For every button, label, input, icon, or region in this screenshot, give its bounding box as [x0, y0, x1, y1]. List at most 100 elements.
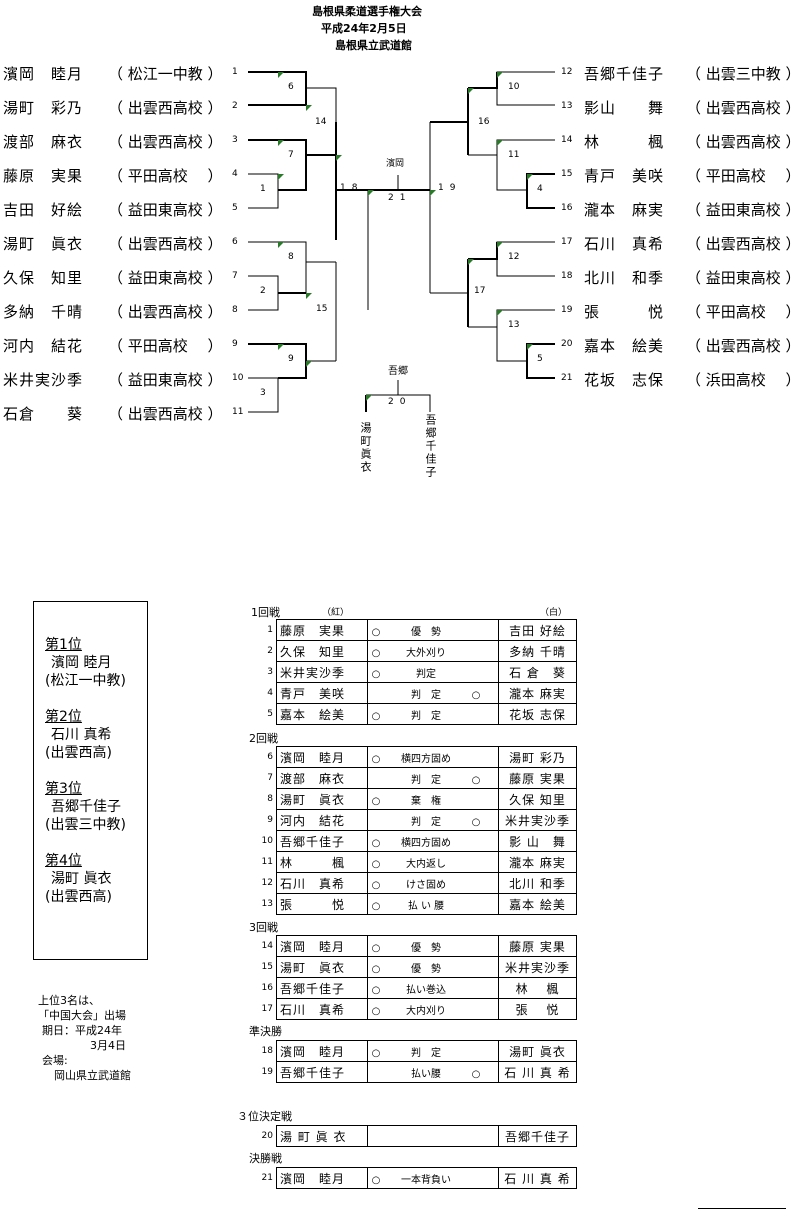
white-player: 花坂 志保: [498, 703, 577, 725]
note-line: 会場:: [42, 1054, 68, 1067]
white-win-mark: ○: [471, 689, 481, 701]
red-win-mark: ○: [371, 1047, 381, 1059]
ranking-school: (松江一中教): [45, 673, 126, 689]
match-number: 19: [261, 1067, 273, 1077]
white-player: 北川 和季: [498, 872, 577, 894]
ranking-entry: 第2位石川 真希(出雲西高): [45, 708, 126, 762]
seed-number: 5: [232, 203, 238, 213]
red-player: 石川 真希: [276, 872, 368, 894]
red-player: 藤原 実果: [276, 619, 368, 641]
match-number: 15: [261, 962, 273, 972]
white-player: 藤原 実果: [498, 767, 577, 789]
white-player: 湯町 眞衣: [498, 1040, 577, 1062]
red-player: 青戸 美咲: [276, 682, 368, 704]
bracket-match-number: 7: [288, 150, 294, 160]
player-school: （ 出雲西高校 ）: [686, 235, 801, 253]
bracket-match-number: 17: [474, 286, 486, 296]
winning-technique: 判 定: [411, 1047, 441, 1059]
third-match-number: 20: [388, 397, 412, 407]
player-school: （ 益田東高校 ）: [686, 269, 801, 287]
round3-label: 3回戦: [249, 921, 278, 934]
winning-technique: 判 定: [411, 816, 441, 828]
red-player: 河内 結花: [276, 809, 368, 831]
winner-flag-icon: [278, 344, 284, 350]
player-school: （ 浜田高校 ）: [686, 371, 801, 389]
match-number: 20: [261, 1131, 273, 1141]
round2-label: 2回戦: [249, 732, 278, 745]
red-win-mark: ○: [371, 900, 381, 912]
bracket-match-number: 12: [508, 252, 520, 262]
winning-technique: 判 定: [411, 774, 441, 786]
seed-number: 18: [561, 271, 573, 281]
winner-flag-icon: [366, 395, 372, 401]
red-win-mark: ○: [371, 984, 381, 996]
white-win-mark: ○: [471, 774, 481, 786]
white-win-mark: ○: [471, 1068, 481, 1080]
bracket-match-number: 1: [260, 184, 266, 194]
player-school: （ 益田東高校 ）: [686, 201, 801, 219]
match-result: 判 定○: [367, 682, 499, 704]
seed-number: 17: [561, 237, 573, 247]
match-number: 7: [267, 773, 273, 783]
seed-number: 8: [232, 305, 238, 315]
third-right-name: 吾郷千佳子: [424, 414, 437, 479]
white-player: 湯町 彩乃: [498, 746, 577, 768]
player-name: 湯町 彩乃: [3, 99, 84, 117]
bracket-match-number: 14: [315, 117, 327, 127]
player-name: 久保 知里: [3, 269, 84, 287]
match-result: ○払 い 腰: [367, 893, 499, 915]
third-left-name: 湯町眞衣: [359, 422, 372, 474]
player-school: （ 益田東高校 ）: [108, 269, 223, 287]
winning-technique: 大内返し: [406, 858, 446, 870]
player-name: 河内 結花: [3, 337, 84, 355]
player-name: 藤原 実果: [3, 167, 84, 185]
winner-flag-icon: [306, 105, 312, 111]
red-win-mark: ○: [371, 963, 381, 975]
seed-number: 7: [232, 271, 238, 281]
white-player: 久保 知里: [498, 788, 577, 810]
white-player: 石 倉 葵: [498, 661, 577, 683]
bracket-match-number: 11: [508, 150, 520, 160]
red-player: 久保 知里: [276, 640, 368, 662]
player-name: 瀧本 麻実: [584, 201, 665, 219]
seed-number: 6: [232, 237, 238, 247]
match-number: 5: [267, 709, 273, 719]
red-player: 濱岡 睦月: [276, 1167, 368, 1189]
round1-label: 1回戦: [251, 606, 280, 619]
bracket-match-number: 18: [340, 183, 364, 193]
player-school: （ 平田高校 ）: [108, 337, 223, 355]
tournament-title: 島根県柔道選手権大会: [312, 5, 422, 18]
red-win-mark: ○: [371, 1174, 381, 1186]
note-line: 期日：平成24年: [42, 1024, 122, 1037]
match-result: ○大外刈り: [367, 640, 499, 662]
winning-technique: 優 勢: [411, 626, 441, 638]
match-number: 8: [267, 794, 273, 804]
white-player: 吾郷千佳子: [498, 1125, 577, 1147]
player-name: 濱岡 睦月: [3, 65, 84, 83]
bracket-match-number: 15: [316, 304, 328, 314]
winning-technique: 払い腰: [411, 1068, 441, 1080]
bracket-match-number: 8: [288, 252, 294, 262]
seed-number: 11: [232, 407, 244, 417]
winning-technique: 判 定: [411, 710, 441, 722]
winner-flag-icon: [368, 190, 374, 196]
red-player: 吾郷千佳子: [276, 1061, 368, 1083]
match-result: 判 定○: [367, 809, 499, 831]
red-win-mark: ○: [371, 1005, 381, 1017]
white-player: 嘉本 絵美: [498, 893, 577, 915]
note-line: 岡山県立武道館: [54, 1069, 131, 1082]
winner-flag-icon: [497, 140, 503, 146]
final-match-number: 21: [388, 193, 412, 203]
red-label: （紅）: [322, 608, 350, 618]
player-school: （ 平田高校 ）: [686, 167, 801, 185]
white-player: 張 悦: [498, 998, 577, 1020]
winner-flag-icon: [527, 344, 533, 350]
